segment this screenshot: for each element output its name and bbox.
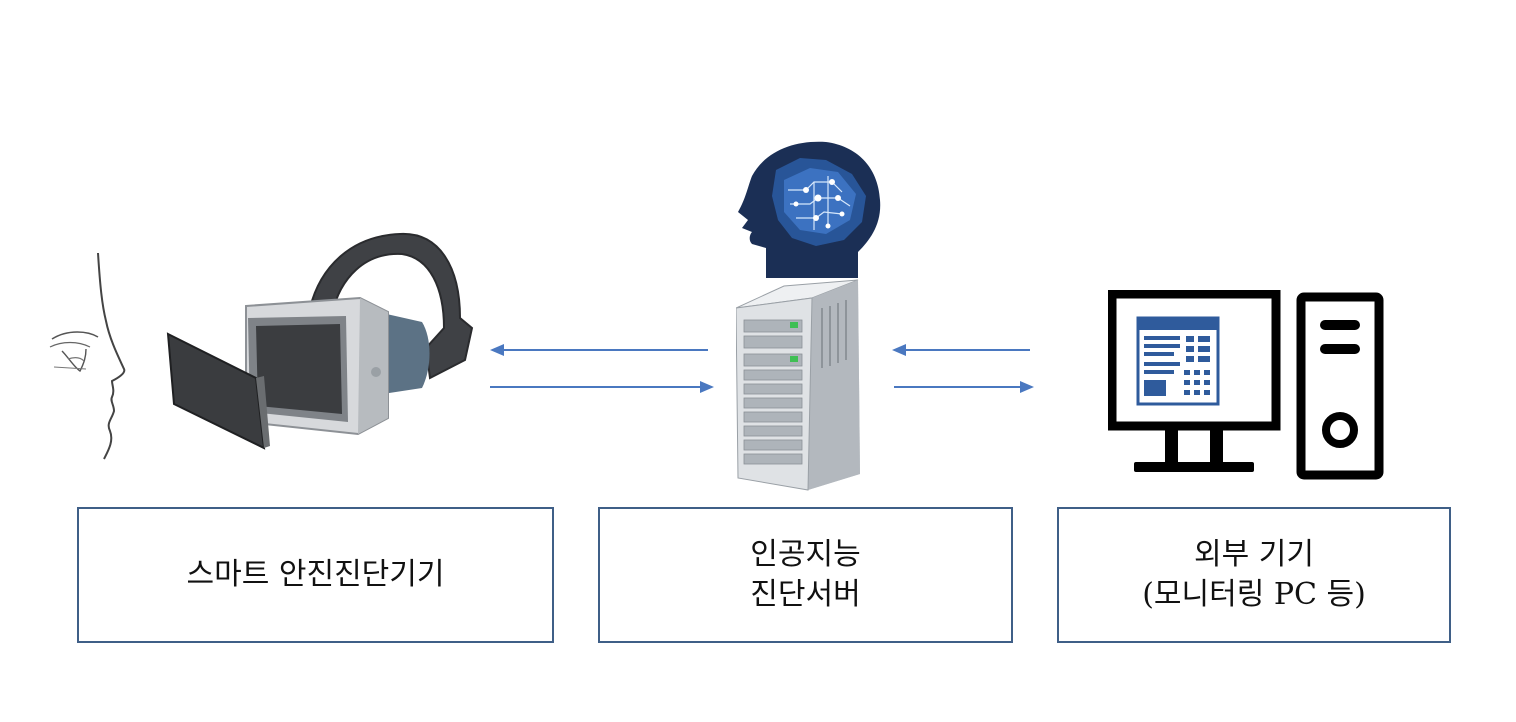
pc-tower-icon	[1296, 292, 1384, 480]
ai-diagnosis-server-label-line2: 진단서버	[750, 577, 861, 612]
ai-diagnosis-server-label-line1: 인공지능	[750, 537, 861, 572]
monitor-icon	[1108, 290, 1281, 472]
arrow-device-to-server	[490, 381, 714, 393]
arrow-server-to-device	[490, 344, 708, 356]
arrow-server-to-external	[894, 381, 1034, 393]
smart-nystagmus-device-label: 스마트 안진진단기기	[186, 557, 445, 592]
ai-diagnosis-server-box: 인공지능 진단서버	[598, 507, 1013, 643]
face-profile-icon	[49, 252, 126, 460]
vr-headset-icon	[166, 232, 474, 450]
external-device-label-line2: (모니터링 PC 등)	[1142, 577, 1366, 612]
ai-brain-icon	[738, 141, 881, 278]
external-device-label-line1: 외부 기기	[1194, 537, 1314, 572]
arrow-external-to-server	[892, 344, 1030, 356]
external-device-box: 외부 기기 (모니터링 PC 등)	[1057, 507, 1451, 643]
server-tower-icon	[736, 279, 860, 491]
smart-nystagmus-device-box: 스마트 안진진단기기	[77, 507, 554, 643]
